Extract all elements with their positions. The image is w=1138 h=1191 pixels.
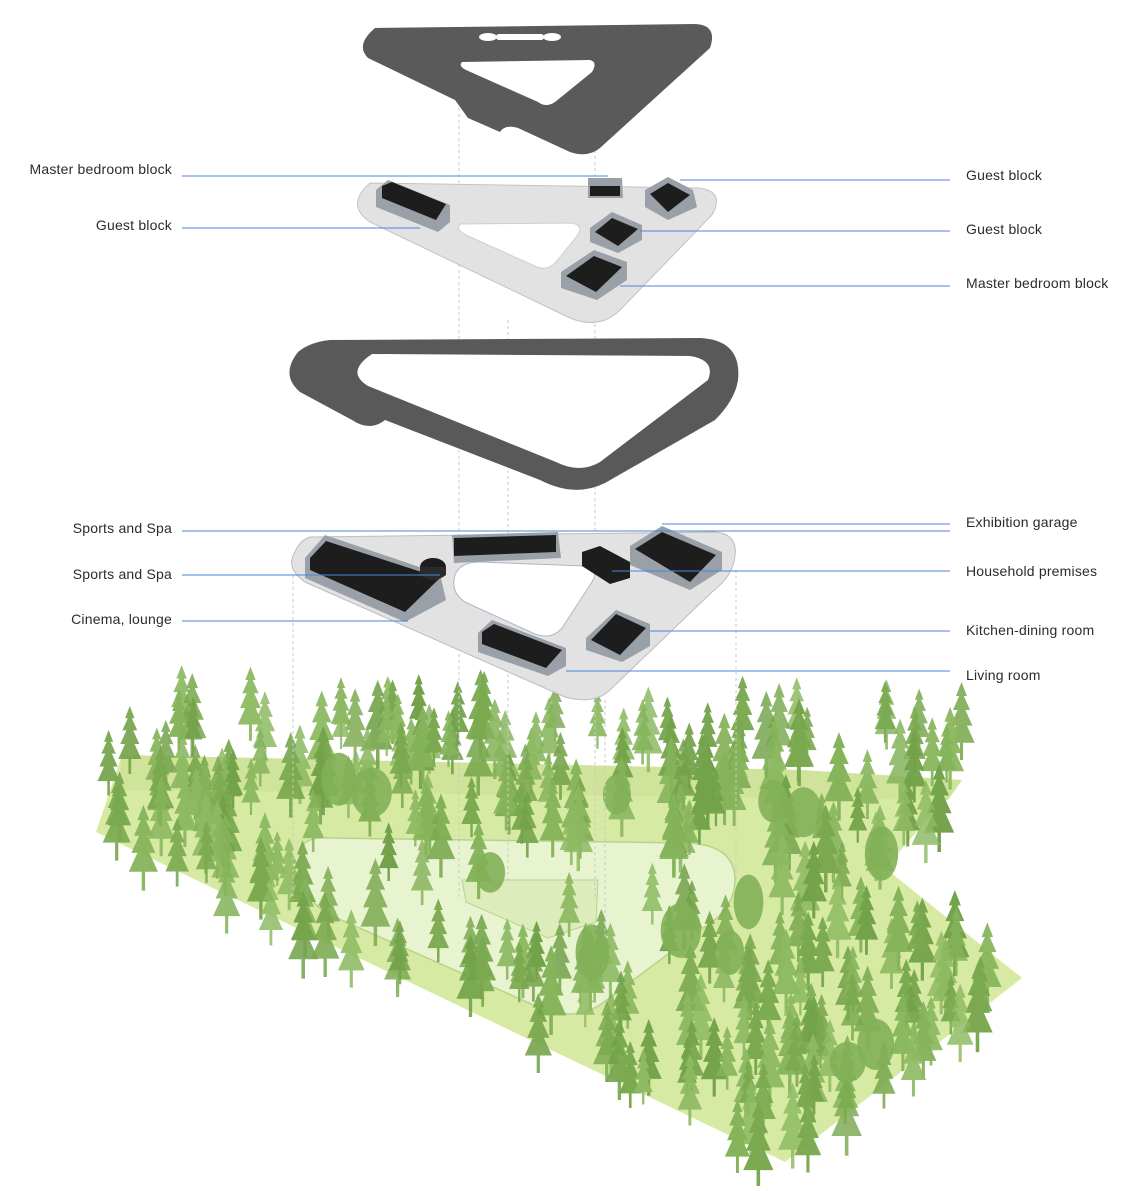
deciduous-tree [602,774,631,815]
label-lower-household-premises: Household premises [966,563,1098,579]
lower-exhibition-garage-block [630,526,722,590]
deciduous-tree [715,930,745,975]
label-lower-kitchen-dining-room: Kitchen-dining room [966,622,1095,638]
deciduous-tree [857,1018,895,1070]
deciduous-tree [351,767,392,818]
label-lower-living-room: Living room [966,667,1041,683]
upper-guest-block-corner [645,177,697,220]
lower-sports-and-spa-block [305,535,446,622]
deciduous-tree [758,780,788,823]
label-upper-guest-block-right-2: Guest block [966,221,1043,237]
forest [97,665,1002,1190]
label-lower-exhibition-garage: Exhibition garage [966,514,1078,530]
label-lower-sports-and-spa-1: Sports and Spa [72,520,172,536]
upper-master-bedroom-block-bottom [561,250,627,300]
lower-roof-ring [289,338,739,490]
deciduous-tree [785,787,822,838]
upper-blocks [376,177,697,300]
lower-spa-cylinder [420,558,446,580]
label-upper-master-bedroom-block-right: Master bedroom block [966,275,1109,291]
lower-cinema-lounge-block [478,620,566,676]
label-upper-guest-block-right-1: Guest block [966,167,1043,183]
upper-roof [362,24,713,155]
deciduous-tree [829,1041,866,1083]
fir-tree [587,691,608,749]
deciduous-tree [475,852,506,893]
lower-blocks [305,526,722,676]
deciduous-tree [660,903,702,958]
label-upper-master-bedroom-block: Master bedroom block [29,161,172,177]
deciduous-tree [321,752,357,806]
upper-guest-block-middle [590,212,642,253]
upper-guest-block-small [588,178,623,198]
lower-household-block-small [582,546,630,584]
deciduous-tree [864,826,899,881]
label-lower-sports-and-spa-2: Sports and Spa [72,566,172,582]
deciduous-tree [575,924,610,981]
deciduous-tree [733,874,764,930]
upper-master-bedroom-block-left [376,180,450,232]
leader-lines [182,175,950,672]
lower-long-block-top [452,532,561,563]
label-lower-cinema-lounge: Cinema, lounge [71,611,172,627]
lower-kitchen-dining-block [586,610,650,662]
label-upper-guest-block-left: Guest block [95,217,172,233]
